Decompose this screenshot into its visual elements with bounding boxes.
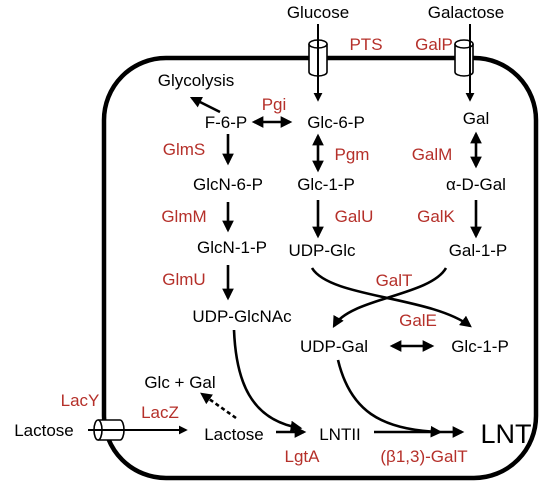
glmm-label: GlmM <box>161 207 206 226</box>
glycolysis-label: Glycolysis <box>158 71 235 90</box>
f6p-to-glycolysis-arrow <box>189 96 221 114</box>
galu-label: GalU <box>335 207 374 226</box>
glms-label: GlmS <box>163 140 206 159</box>
gal1p-label: Gal-1-P <box>449 241 508 260</box>
galactose-label: Galactose <box>428 3 505 22</box>
galt-curve-to-glc1p <box>310 267 472 328</box>
galp-transporter-icon <box>454 39 474 77</box>
pgi-label: Pgi <box>262 95 287 114</box>
galk-label: GalK <box>417 207 455 226</box>
lntii-label: LNTII <box>319 425 361 444</box>
udp-glcnac-label: UDP-GlcNAc <box>192 307 292 326</box>
galp-label: GalP <box>415 35 453 54</box>
glc1p-bottom-label: Glc-1-P <box>451 337 509 356</box>
glcn1p-label: GlcN-1-P <box>197 238 267 257</box>
udp-glc-label: UDP-Glc <box>288 241 356 260</box>
galt-label: GalT <box>376 271 413 290</box>
udp-gal-label: UDP-Gal <box>300 337 368 356</box>
galm-label: GalM <box>412 145 453 164</box>
b13galt-udpgal-curve <box>336 359 443 438</box>
alpha-d-gal-label: α-D-Gal <box>446 175 506 194</box>
f6p-label: F-6-P <box>205 113 248 132</box>
lgta-udpglcnac-curve <box>232 329 303 433</box>
lnt-label: LNT <box>480 419 531 449</box>
glc1p-top-label: Glc-1-P <box>297 175 355 194</box>
lgta-label: LgtA <box>285 447 321 466</box>
glucose-label: Glucose <box>287 3 349 22</box>
b13galt-label: (β1,3)-GalT <box>380 447 467 466</box>
lactose-inside-label: Lactose <box>204 425 264 444</box>
gale-label: GalE <box>399 311 437 330</box>
glc-plus-gal-label: Glc + Gal <box>144 373 215 392</box>
lacz-label: LacZ <box>141 403 179 422</box>
lacz-hydrolysis-arrow <box>200 392 237 420</box>
gal-label: Gal <box>463 109 489 128</box>
glc6p-label: Glc-6-P <box>307 113 365 132</box>
lacy-label: LacY <box>61 391 100 410</box>
galt-curve-to-udpgal <box>332 267 448 329</box>
pgm-label: Pgm <box>335 145 370 164</box>
lactose-outside-label: Lactose <box>14 421 74 440</box>
pts-label: PTS <box>349 35 382 54</box>
glmu-label: GlmU <box>162 270 205 289</box>
glcn6p-label: GlcN-6-P <box>193 175 263 194</box>
